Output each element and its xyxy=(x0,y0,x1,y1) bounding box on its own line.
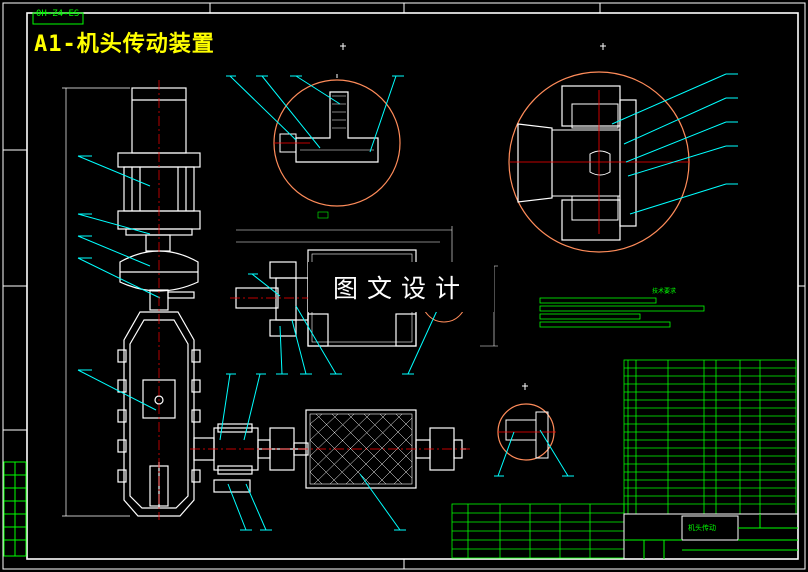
overall-height-dimension xyxy=(62,87,130,517)
drawing-title: A1-机头传动装置 xyxy=(34,32,215,57)
detail-view-3 xyxy=(497,383,556,461)
parts-list-table xyxy=(623,359,797,515)
technical-requirements-label: 技术要求 xyxy=(652,288,677,295)
revision-table xyxy=(451,503,625,559)
leader-lines xyxy=(77,73,738,531)
detail-view-1 xyxy=(273,43,401,207)
title-block xyxy=(623,513,799,560)
output-shaft xyxy=(193,423,309,493)
revision-strip xyxy=(3,461,27,557)
coupling xyxy=(119,234,199,311)
title-block-name: 机头传动 xyxy=(688,524,716,532)
technical-requirements xyxy=(539,297,705,328)
detail-view-2 xyxy=(508,43,690,253)
corner-code-box xyxy=(32,12,84,25)
drawing-code: 0H-Z4-ES xyxy=(36,9,80,19)
watermark: 图文设计 xyxy=(308,262,494,312)
